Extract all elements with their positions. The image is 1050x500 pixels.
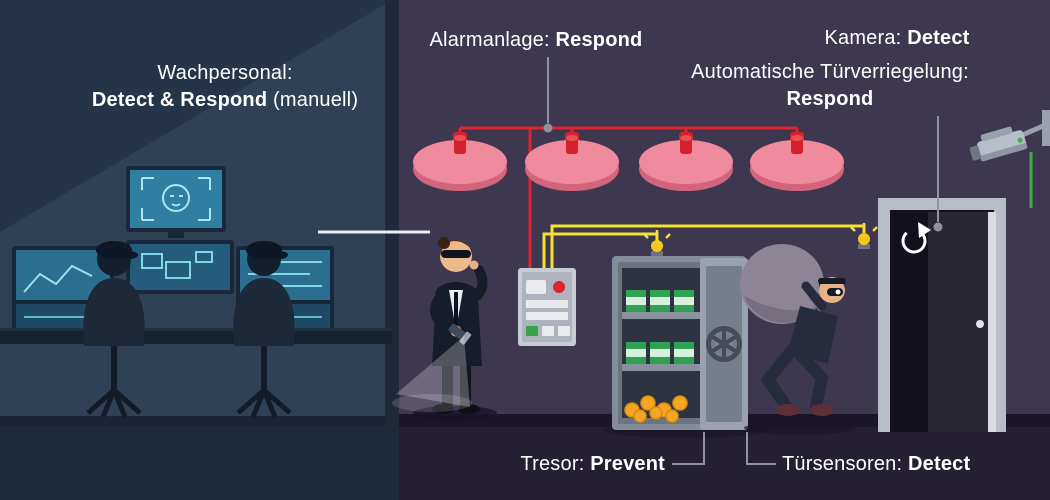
auto-lock-rotation-icon [901,222,931,254]
leader-lines [543,57,943,465]
money-stacks [626,290,694,364]
monitor-schematics [126,240,234,294]
cctv-camera-icon [969,110,1050,208]
monitor-face-recognition [126,166,226,238]
office-chair-right [236,346,292,418]
control-desk [0,328,392,344]
wachpersonal-rest: (manuell) [267,89,359,111]
sensor-light-icon [643,230,671,256]
door-handle [976,320,984,328]
vault [603,230,767,438]
flashlight-guard-figure [392,237,497,420]
wachpersonal-bold: Detect & Respond [91,89,268,111]
office-chair-left [86,346,142,418]
security-guard-figure-left [83,241,145,346]
tresor-label: Tresor: Prevent [520,453,665,475]
control-panel [518,268,576,346]
kamera-label: Kamera: Detect [824,27,970,49]
security-guard-figure-right [233,241,295,346]
vault-door [700,258,748,430]
gold-pile [624,395,688,423]
wachpersonal-label: Wachpersonal: Detect & Respond (manuell) [45,60,405,114]
wachpersonal-line1: Wachpersonal: [157,62,293,84]
exit-door [850,198,1006,432]
alarm-siren-icon [413,132,844,191]
vault-handwheel-icon [706,326,742,362]
sensor-light-icon [850,223,878,249]
monitor-graph [12,246,114,304]
tuerverriegelung-label: Automatische Türverriegelung: Respond [691,61,969,110]
yellow-sensor-wire [542,224,866,268]
tuersensoren-label: Türsensoren: Detect [782,453,971,475]
alarmanlage-label: Alarmanlage: Respond [429,29,643,51]
burglar-figure [740,244,856,435]
flashlight-beam [396,336,470,407]
